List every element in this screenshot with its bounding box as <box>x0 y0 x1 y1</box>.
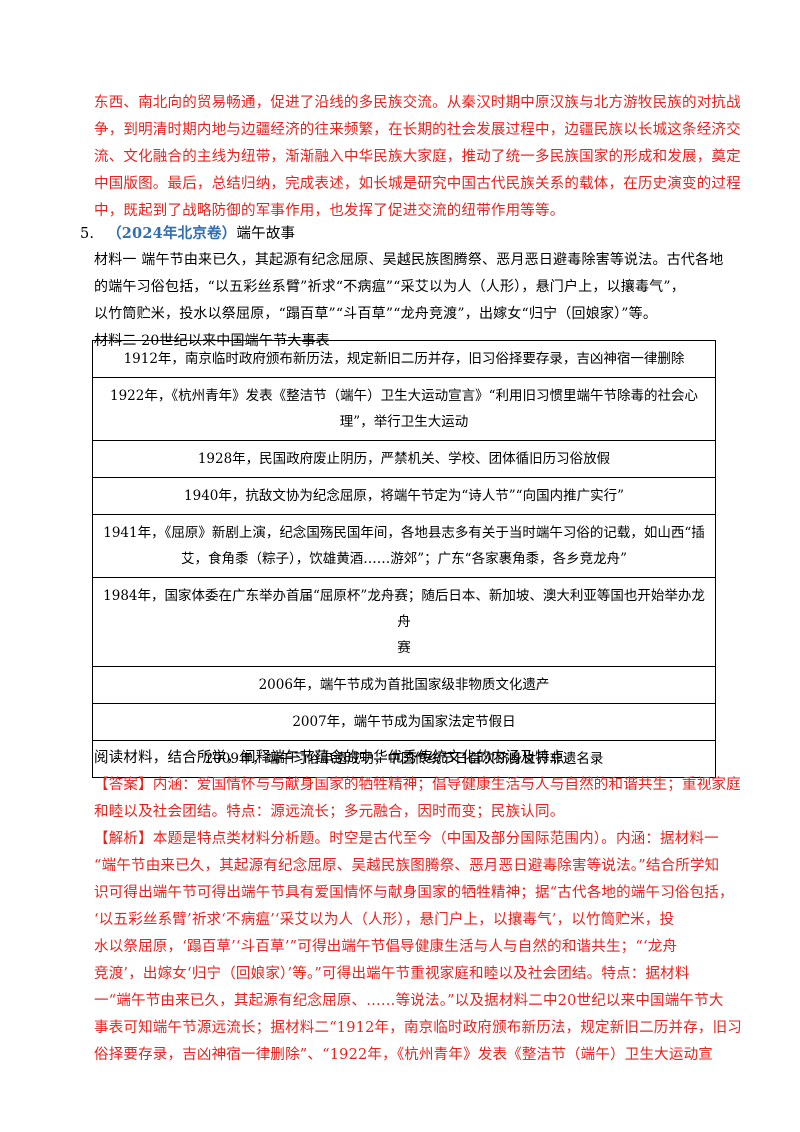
text-line: 竞渡’，出嫁女‘归宁（回娘家）’等。”可得出端午节重视家庭和睦以及社会团结。特点… <box>94 966 690 982</box>
table-row: 1941年，《屈原》新剧上演，纪念国殇民国年间，各地县志多有关于当时端午习俗的记… <box>92 514 716 578</box>
table-row: 2009年，端午习俗申遗成功，中国传统节日首次跻身世界非遗名录 <box>92 740 716 778</box>
answer-section: 【答案】内涵：爱国情怀与与献身国家的牺牲精神；倡导健康生活与人与自然的和谐共生；… <box>94 772 741 826</box>
text-line: 争，到明清时期内地与边疆经济的往来频繁，在长期的社会发展过程中，边疆民族以长城这… <box>94 122 741 138</box>
text-line: 流、文化融合的主线为纽带，渐渐融入中华民族大家庭，推动了统一多民族国家的形成和发… <box>94 149 741 165</box>
question-source: （2024年北京卷） <box>107 225 237 242</box>
table-cell: 1941年，《屈原》新剧上演，纪念国殇民国年间，各地县志多有关于当时端午习俗的记… <box>92 514 716 578</box>
text-line: 东西、南北向的贸易畅通，促进了沿线的多民族交流。从秦汉时期中原汉族与北方游牧民族… <box>94 95 741 111</box>
question-title: 端午故事 <box>236 226 296 242</box>
text-line: 俗择要存录，吉凶神宿一律删除”、“1922年，《杭州青年》发表《整洁节（端午）卫… <box>94 1047 713 1063</box>
table-cell: 1922年，《杭州青年》发表《整洁节（端午）卫生大运动宣言》“利用旧习惯里端午节… <box>92 377 716 441</box>
question-heading: 5. （2024年北京卷）端午故事 <box>80 220 700 248</box>
text-line: “端午节由来已久，其起源有纪念屈原、吴越民族图腾祭、恶月恶日避毒除害等说法。”结… <box>94 858 720 874</box>
table-row: 2007年，端午节成为国家法定节假日 <box>92 703 716 741</box>
text-line: 以竹筒贮米，投水以祭屈原，“蹋百草”“斗百草”“龙舟竞渡”，出嫁女“归宁（回娘家… <box>94 306 658 322</box>
text-line: 和睦以及社会团结。特点：源远流长；多元融合，因时而变；民族认同。 <box>94 804 565 820</box>
table-cell: 2006年，端午节成为首批国家级非物质文化遗产 <box>92 666 716 704</box>
events-table: 1912年，南京临时政府颁布新历法，规定新旧二历并存，旧习俗择要存录，吉凶神宿一… <box>92 340 716 778</box>
text-line: ‘以五彩丝系臂’祈求‘不病瘟’‘采艾以为人（人形），悬门户上，以攘毒气’，以竹筒… <box>94 912 675 928</box>
table-row: 1922年，《杭州青年》发表《整洁节（端午）卫生大运动宣言》“利用旧习惯里端午节… <box>92 377 716 441</box>
table-row: 2006年，端午节成为首批国家级非物质文化遗产 <box>92 666 716 704</box>
text-line: 中国版图。最后，总结归纳，完成表述，如长城是研究中国古代民族关系的载体，在历史演… <box>94 176 741 192</box>
analysis-label: 【解析】 <box>94 831 153 847</box>
table-row: 1940年，抗敌文协为纪念屈原，将端午节定为“诗人节”“向国内推广实行” <box>92 477 716 515</box>
table-row: 1984年，国家体委在广东举办首届“屈原杯”龙舟赛；随后日本、新加坡、澳大利亚等… <box>92 577 716 667</box>
answer-label: 【答案】 <box>94 777 153 793</box>
table-cell: 1940年，抗敌文协为纪念屈原，将端午节定为“诗人节”“向国内推广实行” <box>92 477 716 515</box>
table-cell: 1928年，民国政府废止阴历，严禁机关、学校、团体循旧历习俗放假 <box>92 440 716 478</box>
text-line: 一“端午节由来已久，其起源有纪念屈原、……等说法。”以及据材料二中20世纪以来中… <box>94 993 724 1009</box>
table-row: 1928年，民国政府废止阴历，严禁机关、学校、团体循旧历习俗放假 <box>92 440 716 478</box>
table-cell: 1984年，国家体委在广东举办首届“屈原杯”龙舟赛；随后日本、新加坡、澳大利亚等… <box>92 577 716 667</box>
table-cell: 2007年，端午节成为国家法定节假日 <box>92 703 716 741</box>
text-line: 内涵：爱国情怀与与献身国家的牺牲精神；倡导健康生活与人与自然的和谐共生；重视家庭 <box>152 777 741 793</box>
text-line: 中，既起到了战略防御的军事作用，也发挥了促进交流的纽带作用等等。 <box>94 203 565 219</box>
text-line: 本题是特点类材料分析题。时空是古代至今（中国及部分国际范围内）。内涵：据材料一 <box>152 831 719 847</box>
table-row: 1912年，南京临时政府颁布新历法，规定新旧二历并存，旧习俗择要存录，吉凶神宿一… <box>92 340 716 378</box>
text-line: 识可得出端午节可得出端午节具有爱国情怀与献身国家的牺牲精神；据“古代各地的端午习… <box>94 885 734 901</box>
question-number: 5. <box>80 226 95 242</box>
material-one: 材料一 端午节由来已久，其起源有纪念屈原、吴越民族图腾祭、恶月恶日避毒除害等说法… <box>94 247 724 355</box>
text-line: 水以祭屈原，‘蹋百草’‘斗百草’”可得出端午节倡导健康生活与人与自然的和谐共生；… <box>94 939 678 955</box>
text-line: 事表可知端午节源远流长；据材料二“1912年，南京临时政府颁布新历法，规定新旧二… <box>94 1020 743 1036</box>
analysis-section: 【解析】本题是特点类材料分析题。时空是古代至今（中国及部分国际范围内）。内涵：据… <box>94 826 743 1069</box>
table-cell: 1912年，南京临时政府颁布新历法，规定新旧二历并存，旧习俗择要存录，吉凶神宿一… <box>92 340 716 378</box>
question-prompt: 阅读材料，结合所学，阐释端午节蕴含的中华优秀传统文化的内涵及特点。 <box>94 750 580 766</box>
table-cell: 2009年，端午习俗申遗成功，中国传统节日首次跻身世界非遗名录 <box>92 740 716 778</box>
text-line: 的端午习俗包括，“以五彩丝系臂”祈求“不病瘟”“采艾以为人（人形），悬门户上，以… <box>94 279 685 295</box>
previous-answer-text: 东西、南北向的贸易畅通，促进了沿线的多民族交流。从秦汉时期中原汉族与北方游牧民族… <box>94 90 741 225</box>
text-line: 材料一 端午节由来已久，其起源有纪念屈原、吴越民族图腾祭、恶月恶日避毒除害等说法… <box>94 252 724 268</box>
